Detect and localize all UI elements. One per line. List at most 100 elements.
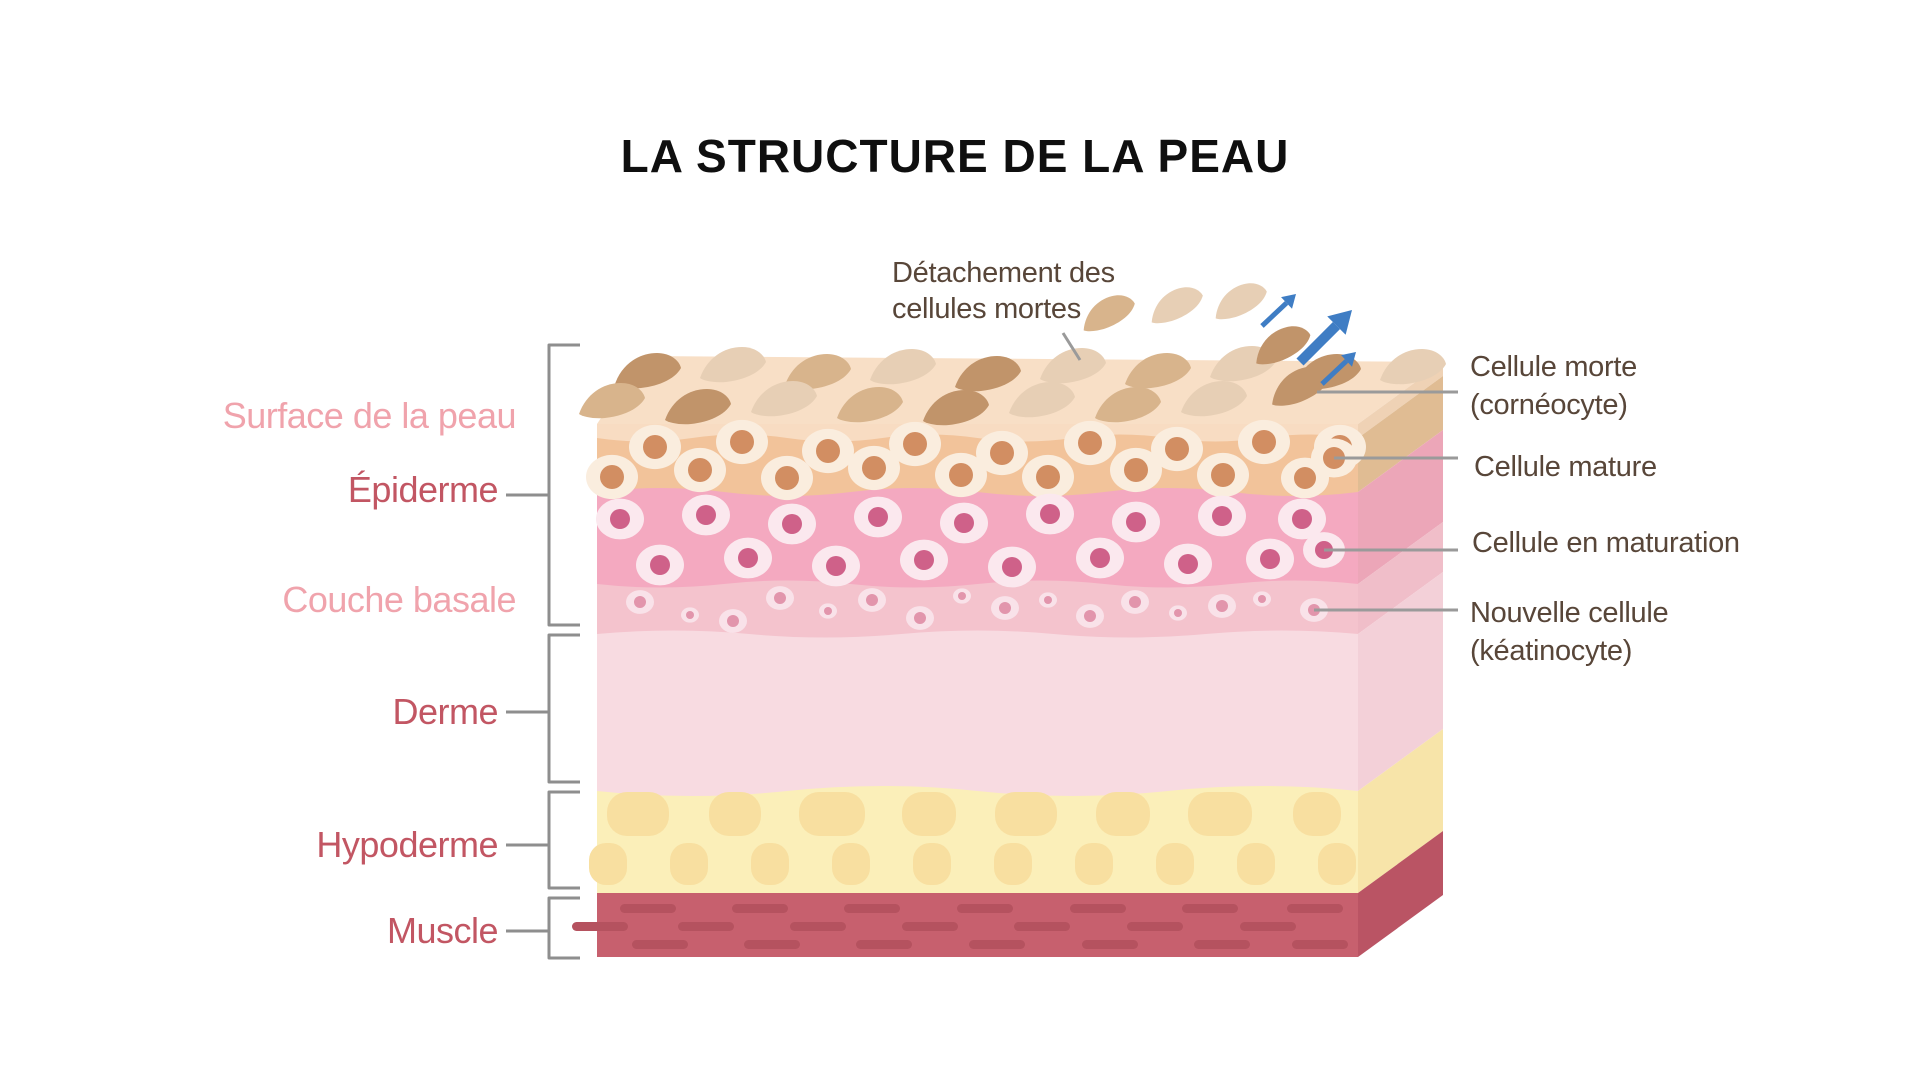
- dead-cell-flake: [1380, 349, 1446, 385]
- big-arrow-up-head: [1327, 310, 1352, 335]
- big-arrow-up: [1296, 322, 1340, 366]
- mature-cell-nucleus: [1036, 465, 1060, 489]
- label-detachement-line2: cellules mortes: [892, 293, 1081, 325]
- label-cellule-morte-line1: Cellule morte: [1470, 351, 1637, 383]
- dead-cell-flake: [665, 389, 731, 425]
- maturing-cell-nucleus: [1002, 557, 1022, 577]
- mature-cell-nucleus: [730, 430, 754, 454]
- dead-cell-flake: [700, 347, 766, 383]
- maturing-cell-nucleus: [696, 505, 716, 525]
- fat-cell: [994, 843, 1032, 885]
- muscle-fiber: [1194, 940, 1250, 949]
- dead-cell-flake: [955, 356, 1021, 392]
- maturing-cell-nucleus: [610, 509, 630, 529]
- maturing-cell-nucleus: [1178, 554, 1198, 574]
- detaching-flake: [1256, 326, 1311, 365]
- maturing-cell-nucleus: [782, 514, 802, 534]
- label-nouvelle-cellule-line2: (kéatinocyte): [1470, 635, 1632, 667]
- muscle-fiber: [744, 940, 800, 949]
- maturing-cell-nucleus: [738, 548, 758, 568]
- fat-cell: [1156, 843, 1194, 885]
- maturing-cell-nucleus: [1126, 512, 1146, 532]
- dead-cell-target-flake: [1272, 366, 1331, 406]
- label-cellule-morte-line2: (cornéocyte): [1470, 389, 1628, 421]
- new-cell-nucleus: [1044, 596, 1052, 604]
- new-cell-nucleus: [958, 592, 966, 600]
- derme-bracket: [547, 633, 580, 784]
- fat-cell: [902, 792, 956, 836]
- muscle-fiber: [856, 940, 912, 949]
- maturing-cell-nucleus: [1292, 509, 1312, 529]
- new-cell-nucleus: [686, 611, 694, 619]
- dead-cell-flake: [751, 381, 817, 417]
- muscle-fiber: [902, 922, 958, 931]
- skin-side-muscle: [1358, 831, 1443, 957]
- maturing-cell-nucleus: [1260, 549, 1280, 569]
- skin-front-derme: [597, 630, 1358, 811]
- new-cell-nucleus: [866, 594, 878, 606]
- skin-side-epiderme-cellules-en-maturation: [1358, 430, 1443, 584]
- fat-cell: [913, 843, 951, 885]
- new-cell-nucleus: [999, 602, 1011, 614]
- fat-cell: [670, 843, 708, 885]
- fat-cell: [1188, 792, 1252, 836]
- mature-cell-nucleus: [1252, 430, 1276, 454]
- mature-cell-nucleus: [862, 456, 886, 480]
- dead-cell-flake: [1040, 348, 1106, 384]
- new-cell-nucleus: [824, 607, 832, 615]
- maturing-cell-nucleus: [868, 507, 888, 527]
- label-muscle: Muscle: [387, 910, 498, 951]
- dead-cell-flake: [579, 383, 645, 419]
- label-nouvelle-cellule-line1: Nouvelle cellule: [1470, 597, 1668, 629]
- skin-side-epiderme-cellules-matures: [1358, 376, 1443, 492]
- dead-cell-flake: [785, 354, 851, 390]
- small-arrow-up: [1260, 301, 1289, 328]
- fat-cell: [995, 792, 1057, 836]
- detaching-flake: [1215, 283, 1267, 320]
- mature-cell-nucleus: [1124, 458, 1148, 482]
- maturing-cell-nucleus: [1212, 506, 1232, 526]
- mature-cell-nucleus: [990, 441, 1014, 465]
- new-cell-nucleus: [774, 592, 786, 604]
- new-cell-nucleus: [1084, 610, 1096, 622]
- new-cell-nucleus: [1258, 595, 1266, 603]
- muscle-fiber: [1240, 922, 1296, 931]
- small-arrow-lower: [1320, 359, 1349, 386]
- cell-leader-lines: [1061, 332, 1458, 612]
- muscle-fiber: [969, 940, 1025, 949]
- muscle-fiber: [572, 922, 628, 931]
- new-cell-nucleus: [634, 596, 646, 608]
- label-cellule-mature: Cellule mature: [1474, 451, 1657, 483]
- label-cellule-en-maturation: Cellule en maturation: [1472, 527, 1740, 559]
- hypoderme-bracket: [547, 790, 580, 890]
- skin-block: [572, 283, 1446, 957]
- detachment-arrows: [1260, 294, 1356, 386]
- mature-cell-nucleus: [1165, 437, 1189, 461]
- muscle-fiber: [957, 904, 1013, 913]
- label-surface-de-la-peau: Surface de la peau: [223, 395, 516, 436]
- muscle-fiber: [1292, 940, 1348, 949]
- dead-cell-flake: [1095, 387, 1161, 423]
- label-derme: Derme: [392, 691, 498, 732]
- muscle-bracket: [547, 896, 580, 960]
- new-cell-nucleus: [1216, 600, 1228, 612]
- skin-side-surface-de-la-peau: [1358, 362, 1443, 438]
- dead-cell-flake: [1009, 382, 1075, 418]
- maturing-cell-nucleus: [954, 513, 974, 533]
- fat-cell: [799, 792, 865, 836]
- fat-cell: [1293, 792, 1341, 836]
- epiderme-bracket: [547, 343, 580, 627]
- label-hypoderme: Hypoderme: [316, 824, 498, 865]
- maturing-cell-nucleus: [1090, 548, 1110, 568]
- muscle-fiber: [1070, 904, 1126, 913]
- new-cell-nucleus: [914, 612, 926, 624]
- fat-cell: [751, 843, 789, 885]
- mature-cell-nucleus: [816, 439, 840, 463]
- fat-cell: [1075, 843, 1113, 885]
- maturing-cell-nucleus: [826, 556, 846, 576]
- fat-cell: [607, 792, 669, 836]
- dead-cell-flake: [923, 390, 989, 426]
- muscle-fiber: [1182, 904, 1238, 913]
- muscle-fiber: [678, 922, 734, 931]
